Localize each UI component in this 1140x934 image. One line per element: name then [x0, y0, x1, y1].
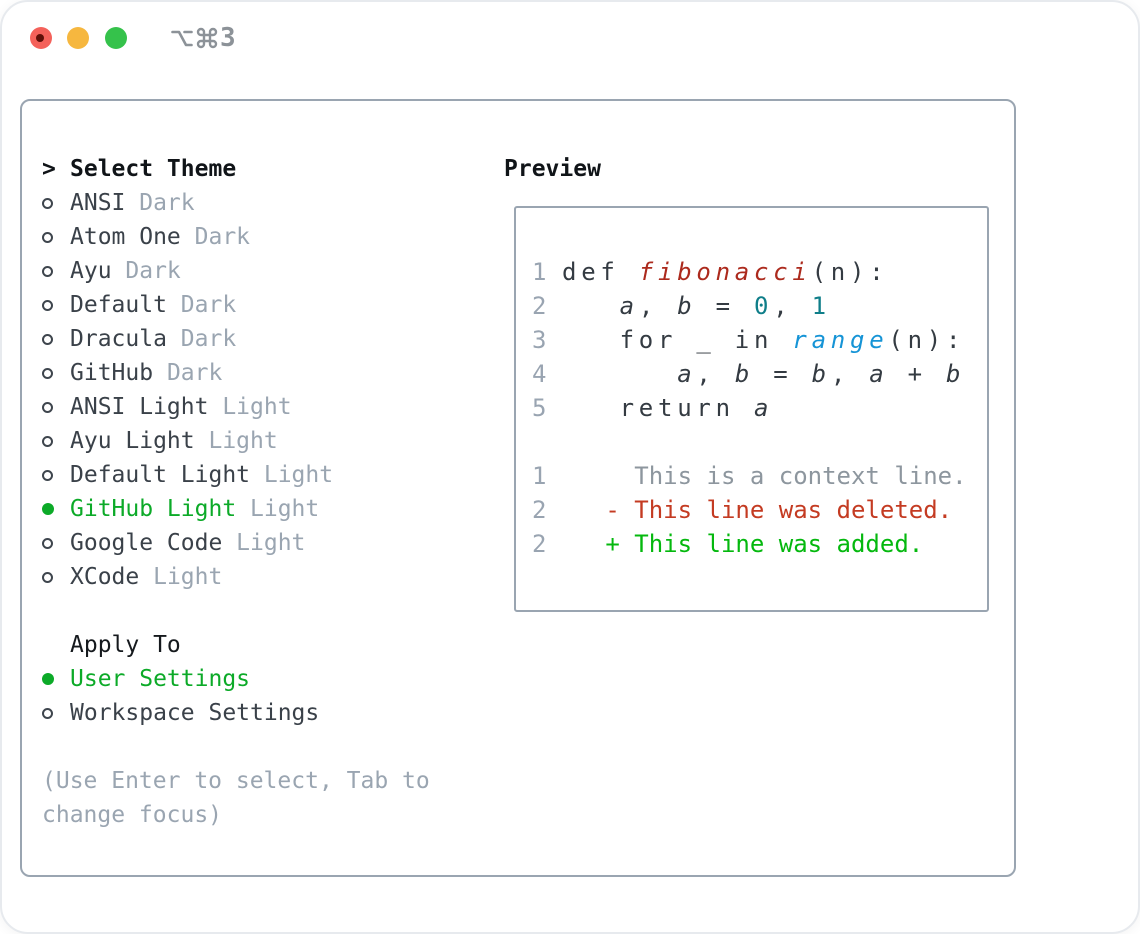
code-line: def fibonacci(n):	[562, 258, 889, 286]
window-title-shortcut: 3	[170, 24, 236, 52]
radio-icon	[42, 469, 70, 481]
radio-selected-icon	[42, 503, 70, 515]
radio-icon	[42, 537, 70, 549]
apply-option-user-settings[interactable]: User Settings	[42, 662, 430, 696]
radio-icon	[42, 367, 70, 379]
apply-to-header: Apply To	[42, 628, 430, 662]
minimize-button[interactable]	[67, 26, 89, 49]
code-line: return a	[562, 394, 774, 422]
radio-icon	[42, 707, 70, 719]
radio-selected-icon	[42, 673, 70, 685]
preview-pane: 1 2 3 4 5 1 2 2 def fibonacci(n): a, b =…	[514, 206, 989, 612]
code-line: a, b = b, a + b	[677, 360, 966, 388]
section-title: Apply To	[70, 632, 181, 658]
code-preview: def fibonacci(n): a, b = 0, 1 for _ in r…	[562, 255, 967, 561]
apply-option-workspace-settings[interactable]: Workspace Settings	[42, 696, 430, 730]
radio-icon	[42, 265, 70, 277]
code-line: a, b = 0, 1	[619, 292, 831, 320]
line-number-gutter: 1 2 3 4 5 1 2 2	[532, 258, 547, 558]
code-line: for _ in range(n):	[562, 326, 966, 354]
radio-icon	[42, 299, 70, 311]
radio-icon	[42, 571, 70, 583]
radio-icon	[42, 401, 70, 413]
radio-icon	[42, 333, 70, 345]
diff-deleted-line: - This line was deleted.	[562, 496, 953, 524]
section-title: Select Theme	[70, 156, 237, 182]
zoom-button[interactable]	[105, 26, 127, 49]
hint-text-line1: (Use Enter to select, Tab to	[42, 768, 430, 794]
diff-added-line: + This line was added.	[562, 530, 924, 558]
preview-title: Preview	[504, 156, 601, 182]
blank-line	[562, 425, 967, 459]
radio-icon	[42, 435, 70, 447]
command-key-icon	[195, 26, 219, 50]
diff-context-line: This is a context line.	[562, 462, 967, 490]
radio-icon	[42, 231, 70, 243]
shortcut-digit: 3	[220, 23, 236, 53]
radio-icon	[42, 197, 70, 209]
close-button[interactable]	[30, 26, 52, 49]
select-theme-header: > Select Theme	[42, 152, 430, 186]
hint-text-line2: change focus)	[42, 802, 223, 828]
option-key-icon	[170, 26, 194, 50]
cursor-prompt-icon: >	[42, 156, 56, 182]
